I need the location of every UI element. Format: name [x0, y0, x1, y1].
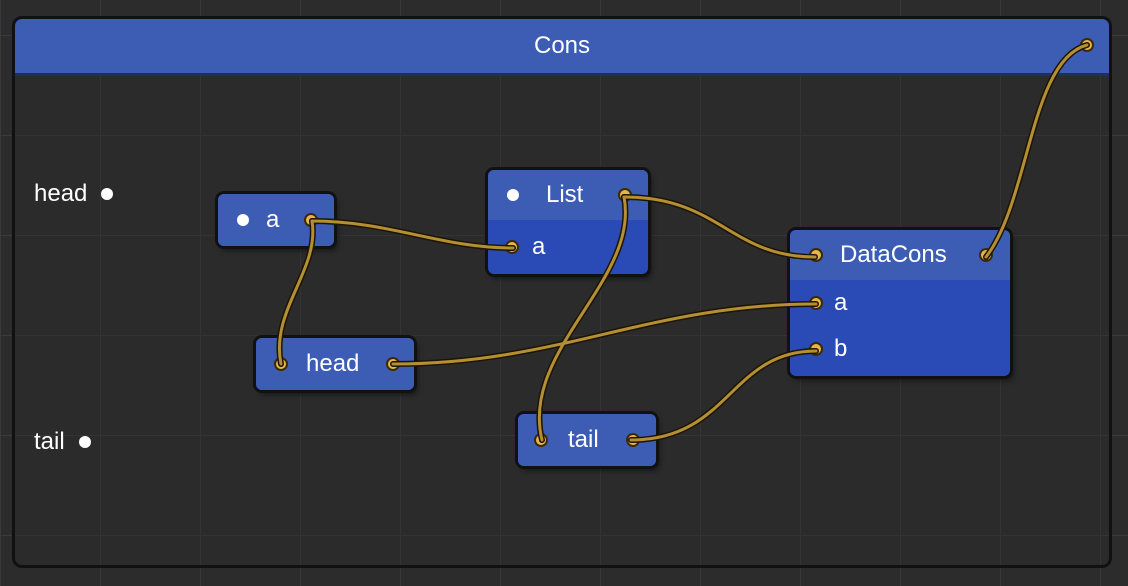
graph-title: Cons — [533, 32, 591, 59]
node-a[interactable]: a — [218, 194, 334, 246]
node-tail-label: tail — [568, 426, 599, 453]
graph-input-tail-port[interactable] — [78, 436, 91, 448]
node-list-input-label-a: a — [532, 233, 546, 260]
graph-output-port[interactable] — [1080, 38, 1094, 52]
node-tail-input-port[interactable] — [534, 433, 548, 447]
node-a-header[interactable]: a — [218, 194, 334, 246]
node-a-output-port[interactable] — [304, 213, 318, 227]
graph-input-tail-label: tail — [34, 428, 65, 455]
node-list[interactable]: List a — [488, 170, 648, 274]
node-list-label: List — [546, 181, 584, 208]
graph-input-head[interactable]: head — [34, 180, 114, 208]
node-datacons[interactable]: DataCons a b — [790, 230, 1010, 376]
node-datacons-input-label-b: b — [834, 335, 848, 362]
node-tail[interactable]: tail — [518, 414, 656, 466]
node-list-output-port[interactable] — [618, 188, 632, 202]
node-datacons-input-label-a: a — [834, 289, 848, 316]
node-a-label: a — [266, 206, 280, 233]
graph-title-bar[interactable]: Cons — [15, 19, 1109, 76]
node-tail-header[interactable]: tail — [518, 414, 656, 466]
node-head-header[interactable]: head — [256, 338, 414, 390]
node-list-output-dot — [507, 189, 519, 201]
node-a-output-dot — [237, 214, 249, 226]
node-list-input-port-a[interactable] — [505, 240, 519, 254]
node-datacons-input-port-a[interactable] — [809, 296, 823, 310]
graph-input-tail[interactable]: tail — [34, 428, 91, 456]
node-datacons-input-row-a: a — [790, 280, 1010, 326]
node-head-output-port[interactable] — [386, 357, 400, 371]
node-datacons-input-port-b[interactable] — [809, 342, 823, 356]
node-datacons-input-port-main[interactable] — [809, 248, 823, 262]
node-datacons-header[interactable]: DataCons — [790, 230, 1010, 280]
node-list-input-row: a — [488, 220, 648, 274]
node-head[interactable]: head — [256, 338, 414, 390]
node-datacons-input-row-b: b — [790, 326, 1010, 372]
node-head-label: head — [306, 350, 360, 377]
node-head-input-port[interactable] — [274, 357, 288, 371]
node-tail-output-port[interactable] — [626, 433, 640, 447]
graph-input-head-label: head — [34, 180, 88, 207]
node-datacons-label: DataCons — [840, 241, 947, 268]
node-list-header[interactable]: List — [488, 170, 648, 220]
graph-input-head-port[interactable] — [101, 188, 114, 200]
node-datacons-output-port[interactable] — [979, 248, 993, 262]
